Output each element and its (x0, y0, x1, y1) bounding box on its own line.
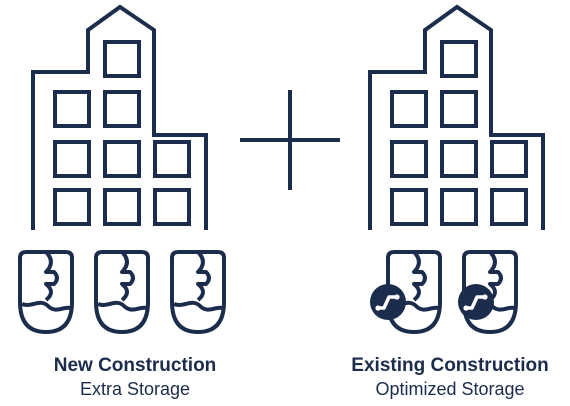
left-caption: New Construction Extra Storage (20, 355, 250, 400)
left-title: New Construction (53, 355, 217, 376)
optimization-badge-icon-2 (456, 282, 496, 322)
left-storage-tank-icon-3 (170, 250, 226, 334)
right-title: Existing Construction (351, 355, 549, 376)
left-subtitle: Extra Storage (79, 378, 191, 399)
right-subtitle: Optimized Storage (375, 378, 525, 399)
plus-icon (240, 90, 340, 190)
right-caption: Existing Construction Optimized Storage (330, 355, 570, 400)
left-building-icon (31, 5, 208, 230)
left-storage-tank-icon-2 (94, 250, 150, 334)
right-building-icon (368, 5, 545, 230)
left-storage-tank-icon-1 (18, 250, 74, 334)
optimization-badge-icon-1 (368, 282, 408, 322)
